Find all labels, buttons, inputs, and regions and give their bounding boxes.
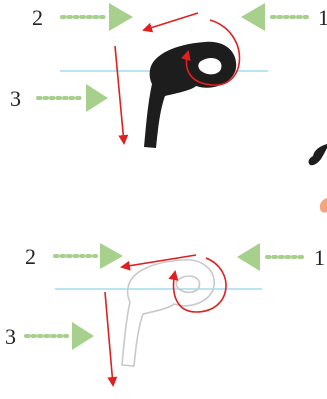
- green-pointer-2: [60, 3, 133, 31]
- arrow-stroke-2: [142, 12, 199, 33]
- stroke-order-arrows: [104, 254, 227, 387]
- green-pointer-3: [24, 322, 94, 350]
- step-label-3: 3: [5, 324, 16, 349]
- step-label-1: 1: [314, 245, 325, 270]
- arrow-stroke-2: [120, 254, 197, 271]
- arrow-stroke-1: [168, 257, 227, 313]
- bottom-panel: 2 3 1: [5, 243, 325, 387]
- arrow-stroke-3: [104, 291, 118, 387]
- green-pointer-1: [237, 243, 307, 271]
- edge-decoration: [308, 144, 327, 213]
- letter-meem-filled: [144, 41, 237, 148]
- green-pointer-3: [36, 84, 108, 112]
- letter-meem-outline: [121, 259, 215, 367]
- step-label-2: 2: [32, 5, 43, 30]
- green-pointer-2: [53, 243, 123, 269]
- green-pointer-1: [241, 3, 312, 31]
- step-label-1: 1: [318, 5, 327, 30]
- top-panel: 2 3 1: [10, 3, 327, 148]
- arrow-stroke-3: [114, 45, 129, 145]
- arrow-stroke-1: [181, 19, 241, 86]
- stroke-order-arrows: [114, 12, 241, 145]
- step-label-2: 2: [25, 244, 36, 269]
- step-label-3: 3: [10, 86, 21, 111]
